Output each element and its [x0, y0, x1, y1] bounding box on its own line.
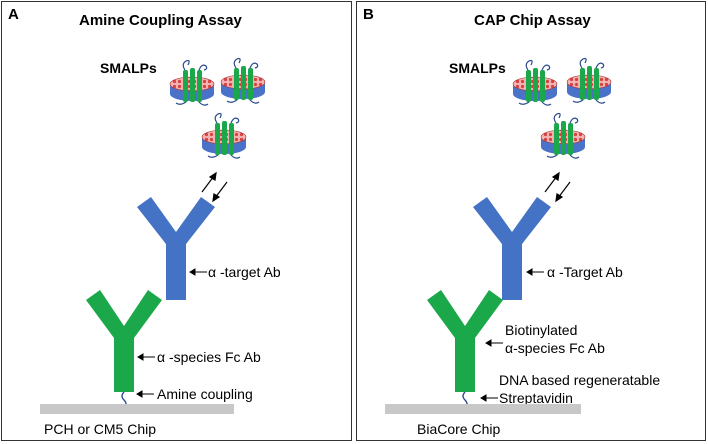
label-arrow: [485, 339, 503, 347]
binding-equilibrium-arrows: [544, 171, 571, 203]
chip-label: BiaCore Chip: [417, 421, 501, 437]
target-antibody-label: α -Target Ab: [547, 264, 623, 280]
label-arrow: [480, 394, 498, 402]
label-arrow: [189, 268, 207, 276]
smalp-particle: [512, 59, 558, 106]
target-antibody: [473, 197, 551, 300]
smalp-particle: [220, 57, 266, 104]
smalp-particle: [169, 59, 215, 106]
smalp-particle: [201, 112, 247, 159]
sensor-chip: [40, 404, 234, 414]
binding-equilibrium-arrows: [201, 171, 228, 203]
panel-title: Amine Coupling Assay: [79, 12, 242, 29]
sensor-chip: [385, 404, 581, 414]
panel-a: A Amine Coupling Assay SMALPs α -target …: [1, 1, 352, 441]
label-arrow: [137, 353, 155, 361]
species-antibody-label-line1: Biotinylated: [505, 322, 578, 338]
target-antibody-label: α -target Ab: [208, 264, 281, 280]
species-antibody-label: α -species Fc Ab: [157, 349, 261, 365]
smalp-particle: [566, 57, 612, 104]
chip-label: PCH or CM5 Chip: [44, 421, 157, 437]
coupling-label: Amine coupling: [157, 386, 253, 402]
coupling-label-line1: DNA based regeneratable: [499, 372, 661, 388]
label-arrow: [526, 268, 544, 276]
smalps-label: SMALPs: [100, 60, 157, 76]
species-fc-antibody: [86, 290, 162, 392]
smalps-label: SMALPs: [449, 60, 506, 76]
panel-title: CAP Chip Assay: [474, 12, 591, 29]
coupling-label-line2: Streptavidin: [499, 390, 573, 406]
label-arrow: [136, 390, 154, 398]
target-antibody: [137, 197, 215, 300]
smalp-particle: [540, 112, 586, 159]
panel-b-illustration: [427, 57, 612, 409]
species-fc-antibody: [427, 290, 503, 392]
panel-b: B CAP Chip Assay SMALPs α -Target Ab Bio…: [356, 1, 706, 441]
panel-letter: A: [8, 6, 19, 23]
panel-letter: B: [363, 6, 374, 23]
panel-a-illustration: [86, 57, 266, 409]
species-antibody-label-line2: α-species Fc Ab: [505, 340, 605, 356]
